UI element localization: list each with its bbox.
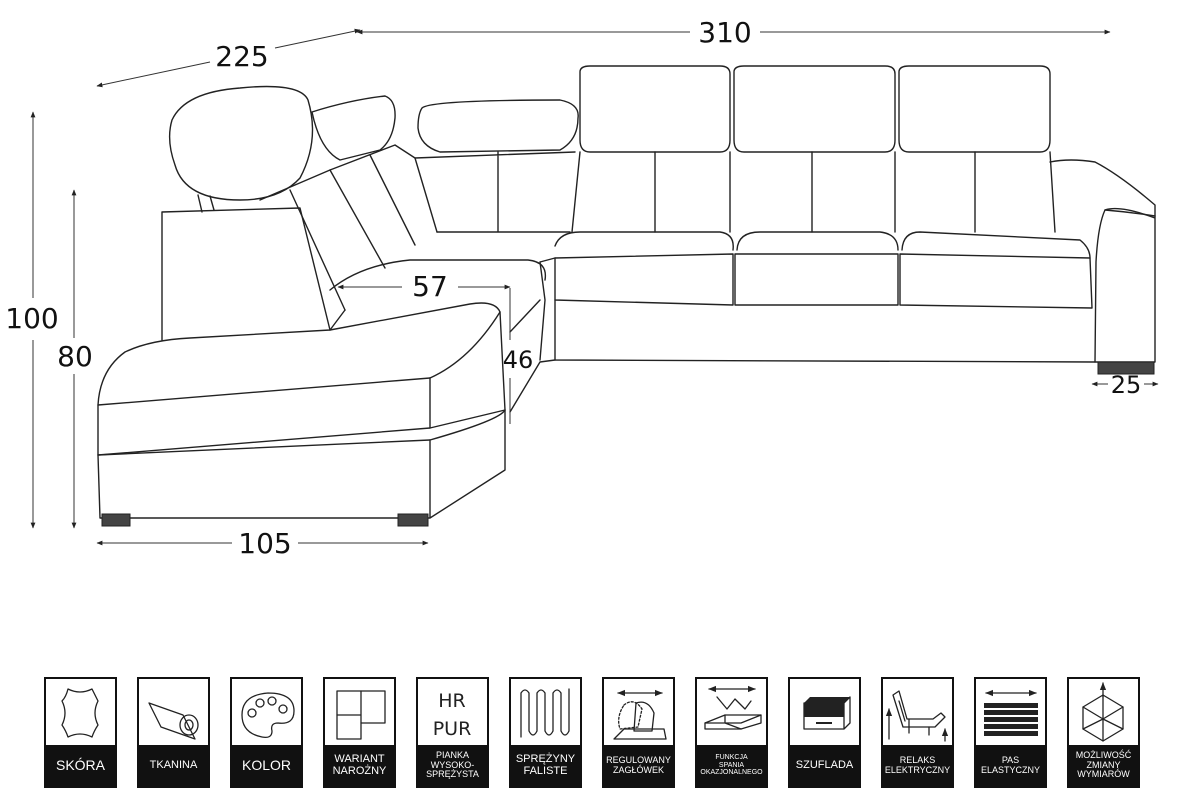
dim-seat-height: 46: [503, 346, 534, 374]
dimension-labels: 225 310 100 80 57 46 105 25: [5, 16, 1141, 560]
feature-sleep: FUNKCJA SPANIA OKAZJONALNEGO: [695, 677, 768, 788]
feature-relax: RELAKS ELEKTRYCZNY: [881, 677, 954, 788]
svg-text:HR: HR: [438, 690, 466, 712]
dim-height-back: 80: [57, 340, 93, 373]
dim-width-right: 310: [698, 16, 751, 49]
feature-leather: SKÓRA: [44, 677, 117, 788]
feature-springs: SPRĘŻYNY FALISTE: [509, 677, 582, 788]
sofa-outline: [97, 65, 1156, 527]
paint-palette-icon: [232, 679, 301, 745]
dim-seat-depth: 57: [412, 270, 448, 303]
feature-fabric: TKANINA: [137, 677, 210, 788]
feature-foam: HR PUR PIANKA WYSOKO- SPRĘŻYSTA: [416, 677, 489, 788]
feature-icons-strip: SKÓRA TKANINA KOLOR WAR: [44, 677, 1144, 789]
dim-armrest-width: 25: [1111, 371, 1142, 399]
size-change-cube-icon: [1069, 679, 1138, 745]
electric-recliner-icon: [883, 679, 952, 745]
feature-belt: PAS ELASTYCZNY: [974, 677, 1047, 788]
feature-headrest: REGULOWANY ZAGŁÓWEK: [602, 677, 675, 788]
leather-hide-icon: [46, 679, 115, 745]
feature-color: KOLOR: [230, 677, 303, 788]
feature-resize: MOŻLIWOŚĆ ZMIANY WYMIARÓW: [1067, 677, 1140, 788]
feature-corner-variant: WARIANT NAROŻNY: [323, 677, 396, 788]
drawer-icon: [790, 679, 859, 745]
dim-chaise-width: 105: [238, 527, 291, 560]
feature-drawer: SZUFLADA: [788, 677, 861, 788]
fabric-roll-icon: [139, 679, 208, 745]
dim-height-total: 100: [5, 302, 58, 335]
svg-text:PUR: PUR: [433, 718, 472, 740]
corner-variant-icon: [325, 679, 394, 745]
sleep-function-icon: [697, 679, 766, 745]
adjustable-headrest-icon: [604, 679, 673, 745]
sofa-technical-drawing: 225 310 100 80 57 46 105 25: [5, 16, 1159, 560]
elastic-belt-icon: [976, 679, 1045, 745]
wavy-springs-icon: [511, 679, 580, 745]
dim-width-left: 225: [215, 40, 268, 73]
hr-pur-foam-icon: HR PUR: [418, 679, 487, 745]
dimension-lines: [30, 28, 1159, 546]
